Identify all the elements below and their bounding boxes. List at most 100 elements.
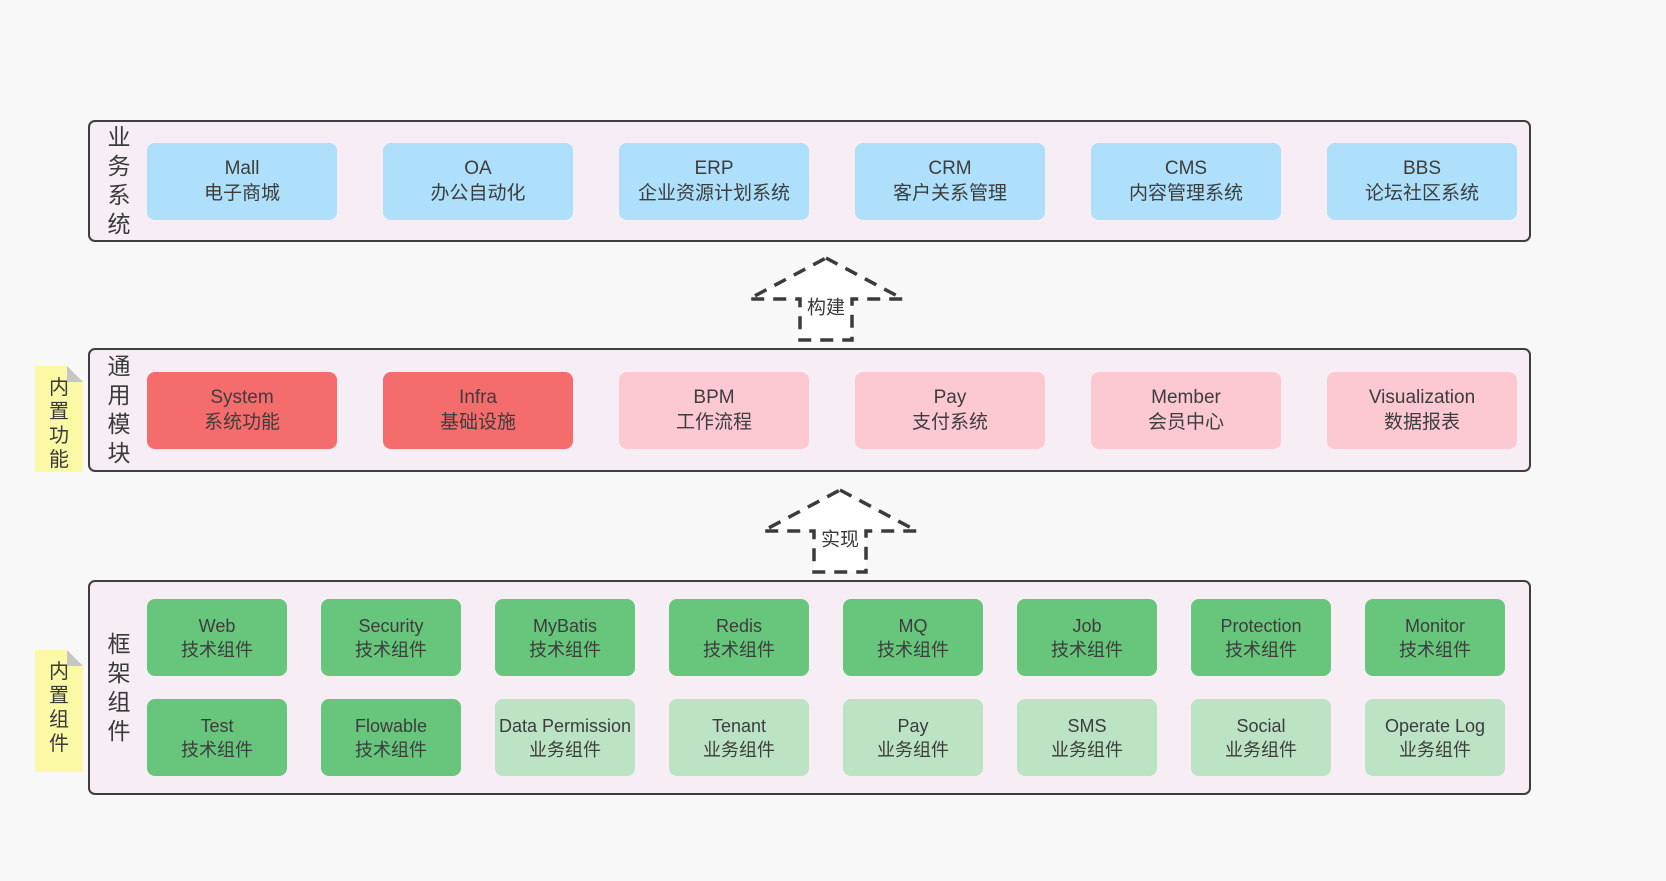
arrow-build: 构建 <box>741 254 911 344</box>
box-sms: SMS 业务组件 <box>1017 699 1157 776</box>
box-desc: 系统功能 <box>203 412 280 433</box>
box-infra: Infra 基础设施 <box>383 371 573 449</box>
box-title: Infra <box>458 387 498 408</box>
box-title: BBS <box>1402 158 1442 179</box>
box-title: Pay <box>933 387 967 408</box>
box-job: Job 技术组件 <box>1017 599 1157 676</box>
components-grid: Web 技术组件 Security 技术组件 MyBatis 技术组件 Redi… <box>147 599 1505 776</box>
box-title: Member <box>1151 387 1221 408</box>
sticky-note-builtin-features: 内置功能 <box>35 366 83 472</box>
box-desc: 技术组件 <box>355 739 427 760</box>
layer-title-business: 业务系统 <box>107 124 131 237</box>
box-title: SMS <box>1067 715 1107 736</box>
box-monitor: Monitor 技术组件 <box>1365 599 1505 676</box>
box-desc: 技术组件 <box>529 639 601 660</box>
box-desc: 会员中心 <box>1147 412 1224 433</box>
box-desc: 技术组件 <box>181 639 253 660</box>
box-title: Monitor <box>1404 615 1466 636</box>
box-mall: Mall 电子商城 <box>147 142 337 220</box>
box-desc: 业务组件 <box>877 739 949 760</box>
sticky-note-text: 内置功能 <box>49 377 69 471</box>
box-title: Security <box>358 615 424 636</box>
framework-components-layer: 框架组件 Web 技术组件 Security 技术组件 MyBatis 技术组件… <box>88 580 1531 795</box>
box-cms: CMS 内容管理系统 <box>1091 142 1281 220</box>
box-desc: 技术组件 <box>1225 639 1297 660</box>
box-title: Data Permission <box>498 715 632 736</box>
modules-boxes-row: System 系统功能 Infra 基础设施 BPM 工作流程 Pay 支付系统… <box>147 371 1517 449</box>
components-row-1: Web 技术组件 Security 技术组件 MyBatis 技术组件 Redi… <box>147 599 1505 676</box>
box-desc: 业务组件 <box>1399 739 1471 760</box>
sticky-note-builtin-components: 内置组件 <box>35 650 83 772</box>
arrow-build-label: 构建 <box>802 291 850 321</box>
box-desc: 支付系统 <box>911 412 988 433</box>
box-title: Flowable <box>354 715 428 736</box>
box-mybatis: MyBatis 技术组件 <box>495 599 635 676</box>
box-bpm: BPM 工作流程 <box>619 371 809 449</box>
box-desc: 技术组件 <box>877 639 949 660</box>
box-desc: 数据报表 <box>1383 412 1460 433</box>
box-oa: OA 办公自动化 <box>383 142 573 220</box>
box-title: Pay <box>897 715 929 736</box>
box-title: Social <box>1236 715 1286 736</box>
box-title: Operate Log <box>1384 715 1486 736</box>
box-web: Web 技术组件 <box>147 599 287 676</box>
box-bbs: BBS 论坛社区系统 <box>1327 142 1517 220</box>
box-title: Visualization <box>1368 387 1476 408</box>
box-member: Member 会员中心 <box>1091 371 1281 449</box>
box-title: Mall <box>224 158 260 179</box>
box-title: Protection <box>1220 615 1302 636</box>
box-title: Tenant <box>711 715 767 736</box>
box-tenant: Tenant 业务组件 <box>669 699 809 776</box>
box-desc: 客户关系管理 <box>892 183 1007 204</box>
box-title: System <box>210 387 274 408</box>
box-desc: 业务组件 <box>1051 739 1123 760</box>
box-desc: 技术组件 <box>355 639 427 660</box>
box-pay-component: Pay 业务组件 <box>843 699 983 776</box>
box-desc: 技术组件 <box>703 639 775 660</box>
box-desc: 内容管理系统 <box>1128 183 1243 204</box>
business-systems-layer: 业务系统 Mall 电子商城 OA 办公自动化 ERP 企业资源计划系统 CRM… <box>88 120 1531 242</box>
box-desc: 业务组件 <box>703 739 775 760</box>
layer-title-components: 框架组件 <box>107 630 131 744</box>
box-desc: 电子商城 <box>203 183 280 204</box>
box-title: Job <box>1072 615 1102 636</box>
box-desc: 技术组件 <box>1051 639 1123 660</box>
box-mq: MQ 技术组件 <box>843 599 983 676</box>
box-desc: 业务组件 <box>529 739 601 760</box>
box-pay-module: Pay 支付系统 <box>855 371 1045 449</box>
box-title: MyBatis <box>532 615 597 636</box>
box-visualization: Visualization 数据报表 <box>1327 371 1517 449</box>
box-flowable: Flowable 技术组件 <box>321 699 461 776</box>
box-test: Test 技术组件 <box>147 699 287 776</box>
box-desc: 工作流程 <box>675 412 752 433</box>
box-redis: Redis 技术组件 <box>669 599 809 676</box>
box-desc: 办公自动化 <box>430 183 526 204</box>
arrow-implement: 实现 <box>755 486 925 576</box>
box-title: ERP <box>694 158 734 179</box>
box-title: BPM <box>693 387 735 408</box>
box-title: OA <box>464 158 492 179</box>
box-protection: Protection 技术组件 <box>1191 599 1331 676</box>
box-erp: ERP 企业资源计划系统 <box>619 142 809 220</box>
components-row-2: Test 技术组件 Flowable 技术组件 Data Permission … <box>147 699 1505 776</box>
box-desc: 企业资源计划系统 <box>637 183 790 204</box>
box-operate-log: Operate Log 业务组件 <box>1365 699 1505 776</box>
business-boxes-row: Mall 电子商城 OA 办公自动化 ERP 企业资源计划系统 CRM 客户关系… <box>147 142 1517 220</box>
box-desc: 论坛社区系统 <box>1364 183 1479 204</box>
box-desc: 基础设施 <box>439 412 516 433</box>
box-desc: 技术组件 <box>181 739 253 760</box>
common-modules-layer: 通用模块 System 系统功能 Infra 基础设施 BPM 工作流程 Pay… <box>88 348 1531 472</box>
sticky-note-text: 内置组件 <box>49 661 69 755</box>
box-crm: CRM 客户关系管理 <box>855 142 1045 220</box>
box-title: Redis <box>715 615 763 636</box>
box-social: Social 业务组件 <box>1191 699 1331 776</box>
box-title: MQ <box>898 615 928 636</box>
box-desc: 技术组件 <box>1399 639 1471 660</box>
box-title: Web <box>198 615 236 636</box>
box-desc: 业务组件 <box>1225 739 1297 760</box>
box-security: Security 技术组件 <box>321 599 461 676</box>
arrow-implement-label: 实现 <box>816 523 864 553</box>
box-title: CMS <box>1164 158 1208 179</box>
box-system: System 系统功能 <box>147 371 337 449</box>
box-data-permission: Data Permission 业务组件 <box>495 699 635 776</box>
